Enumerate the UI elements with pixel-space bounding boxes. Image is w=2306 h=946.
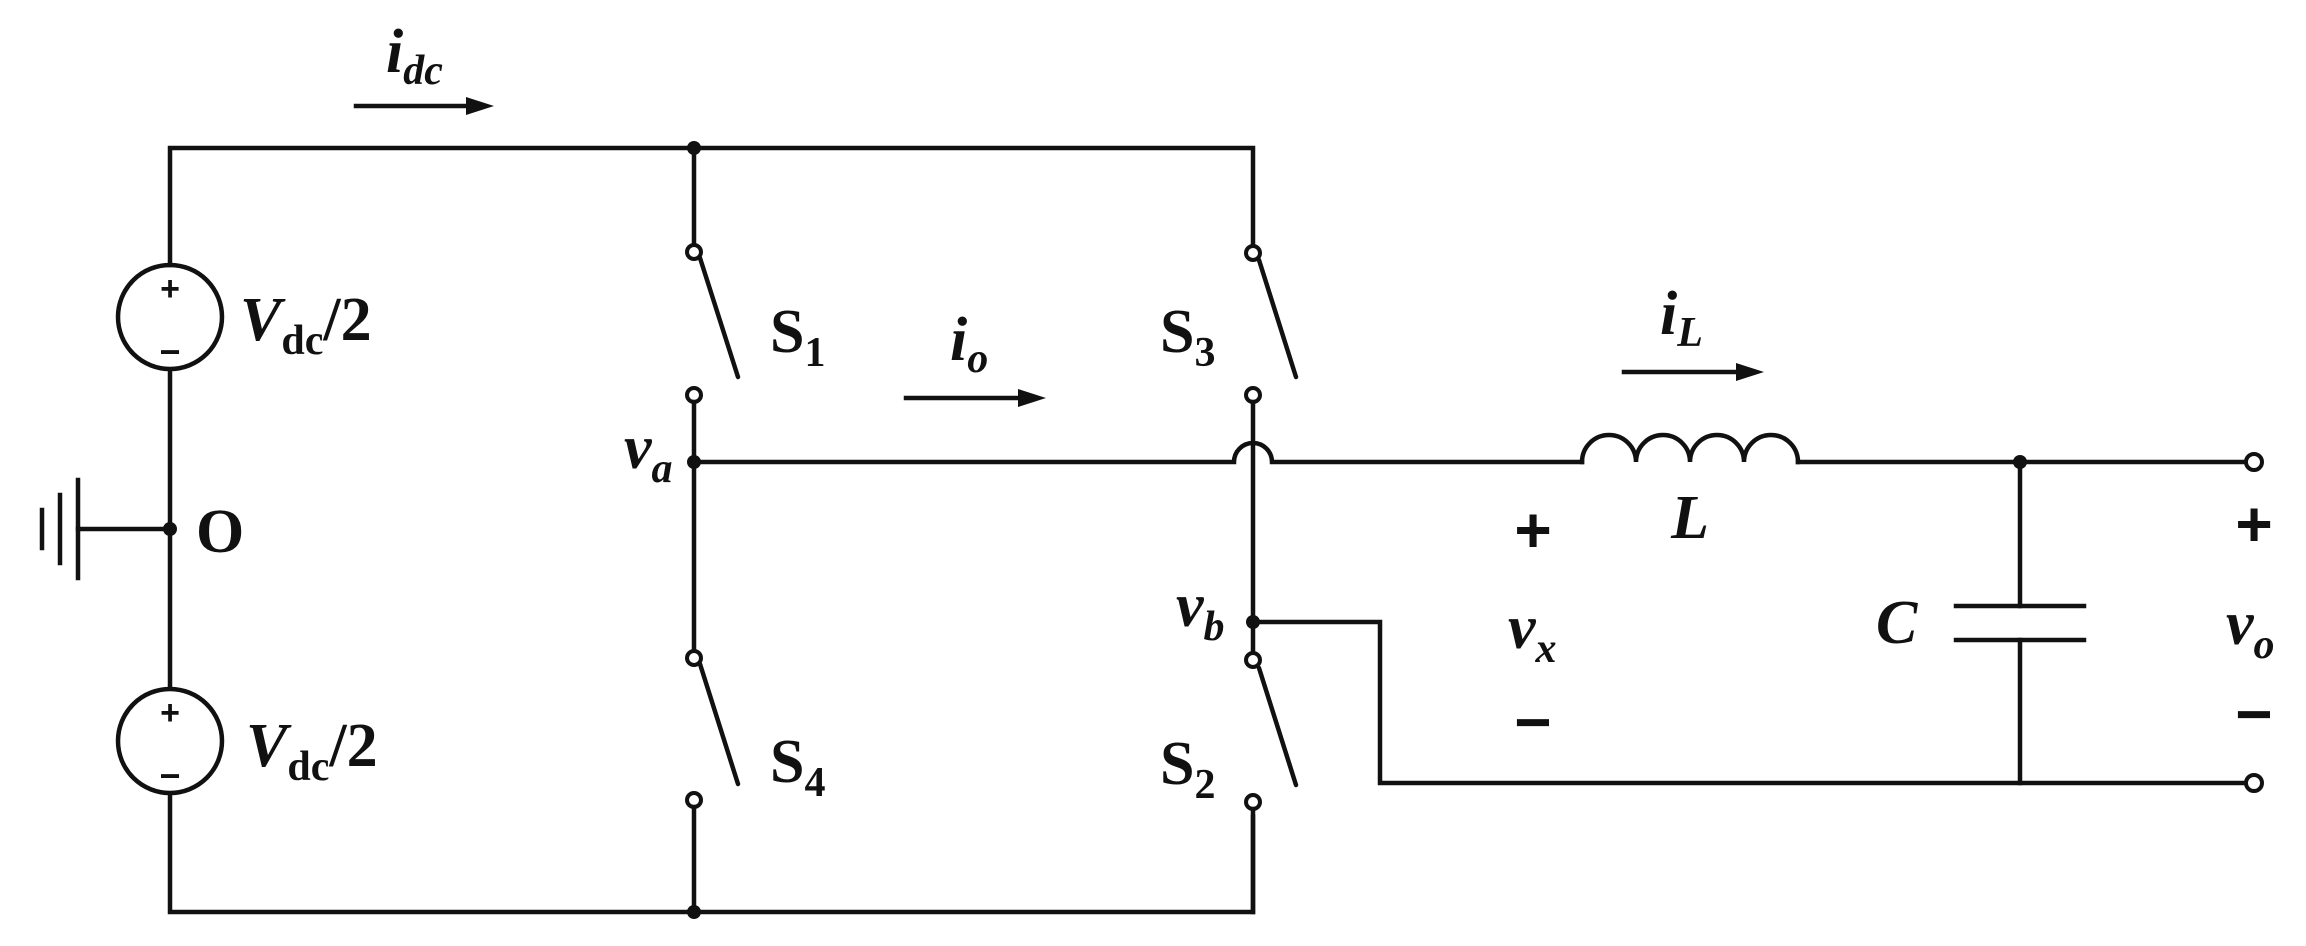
idc-arrow-head bbox=[466, 97, 494, 115]
source-top-plus: + bbox=[160, 270, 180, 308]
s3-label: S3 bbox=[1160, 298, 1215, 376]
s1-label: S1 bbox=[770, 298, 825, 376]
va-to-inductor-wire bbox=[691, 440, 1585, 465]
s4-blade bbox=[697, 661, 741, 787]
midpoint-node bbox=[163, 522, 177, 536]
s1-blade bbox=[697, 255, 741, 380]
io-arrow-head bbox=[1018, 389, 1046, 407]
vx-plus: + bbox=[1514, 494, 1551, 566]
vo-plus: + bbox=[2235, 488, 2272, 560]
inductor bbox=[1579, 432, 2257, 465]
cap-node bbox=[2013, 455, 2027, 469]
source-top-circle bbox=[115, 262, 225, 372]
s3-top-terminal bbox=[1244, 244, 1262, 262]
il-arrow bbox=[1621, 363, 1764, 381]
idc-arrow bbox=[353, 97, 494, 115]
vo-label: vo bbox=[2226, 590, 2275, 668]
s4-label: S4 bbox=[770, 728, 825, 806]
top-rail-wire bbox=[167, 145, 1256, 268]
inductor-label: L bbox=[1670, 484, 1709, 552]
vx-label: vx bbox=[1508, 594, 1557, 672]
s2-blade bbox=[1256, 665, 1299, 788]
s1-top-terminal bbox=[685, 243, 703, 261]
node-o-label: O bbox=[196, 498, 244, 566]
il-arrow-head bbox=[1736, 363, 1764, 381]
io-label: io bbox=[950, 306, 988, 382]
va-label: va bbox=[624, 414, 673, 492]
bottom-rail-wire bbox=[167, 792, 1256, 915]
s3-blade bbox=[1256, 257, 1299, 380]
vx-minus: − bbox=[1514, 686, 1551, 758]
dc-source-top: + − bbox=[115, 262, 225, 372]
vo-minus: − bbox=[2235, 678, 2272, 750]
vb-return-wire bbox=[1250, 619, 2257, 786]
il-label: iL bbox=[1660, 280, 1703, 356]
output-terminal-top bbox=[2244, 452, 2264, 472]
vb-label: vb bbox=[1176, 572, 1225, 650]
capacitor-label: C bbox=[1876, 589, 1918, 657]
leg-a bbox=[685, 145, 741, 915]
vsrc-top-label: Vdc/2 bbox=[240, 286, 372, 364]
capacitor bbox=[1953, 455, 2087, 786]
dc-source-bottom: + − bbox=[115, 686, 225, 796]
source-bottom-circle bbox=[115, 686, 225, 796]
output-terminal-bottom bbox=[2244, 773, 2264, 793]
ground-symbol bbox=[39, 477, 177, 581]
s4-top-terminal bbox=[685, 649, 703, 667]
output-wiring bbox=[691, 440, 2257, 786]
leg-b bbox=[1244, 244, 1299, 915]
s2-top-terminal bbox=[1244, 651, 1262, 669]
source-bottom-plus: + bbox=[160, 694, 180, 732]
inductor-coil bbox=[1579, 432, 1801, 465]
s2-label: S2 bbox=[1160, 730, 1215, 808]
vsrc-bottom-label: Vdc/2 bbox=[246, 712, 378, 790]
source-bottom-minus: − bbox=[159, 755, 180, 796]
source-top-minus: − bbox=[159, 331, 180, 372]
dc-bus bbox=[167, 141, 1256, 919]
io-arrow bbox=[903, 389, 1046, 407]
idc-label: idc bbox=[386, 18, 443, 94]
